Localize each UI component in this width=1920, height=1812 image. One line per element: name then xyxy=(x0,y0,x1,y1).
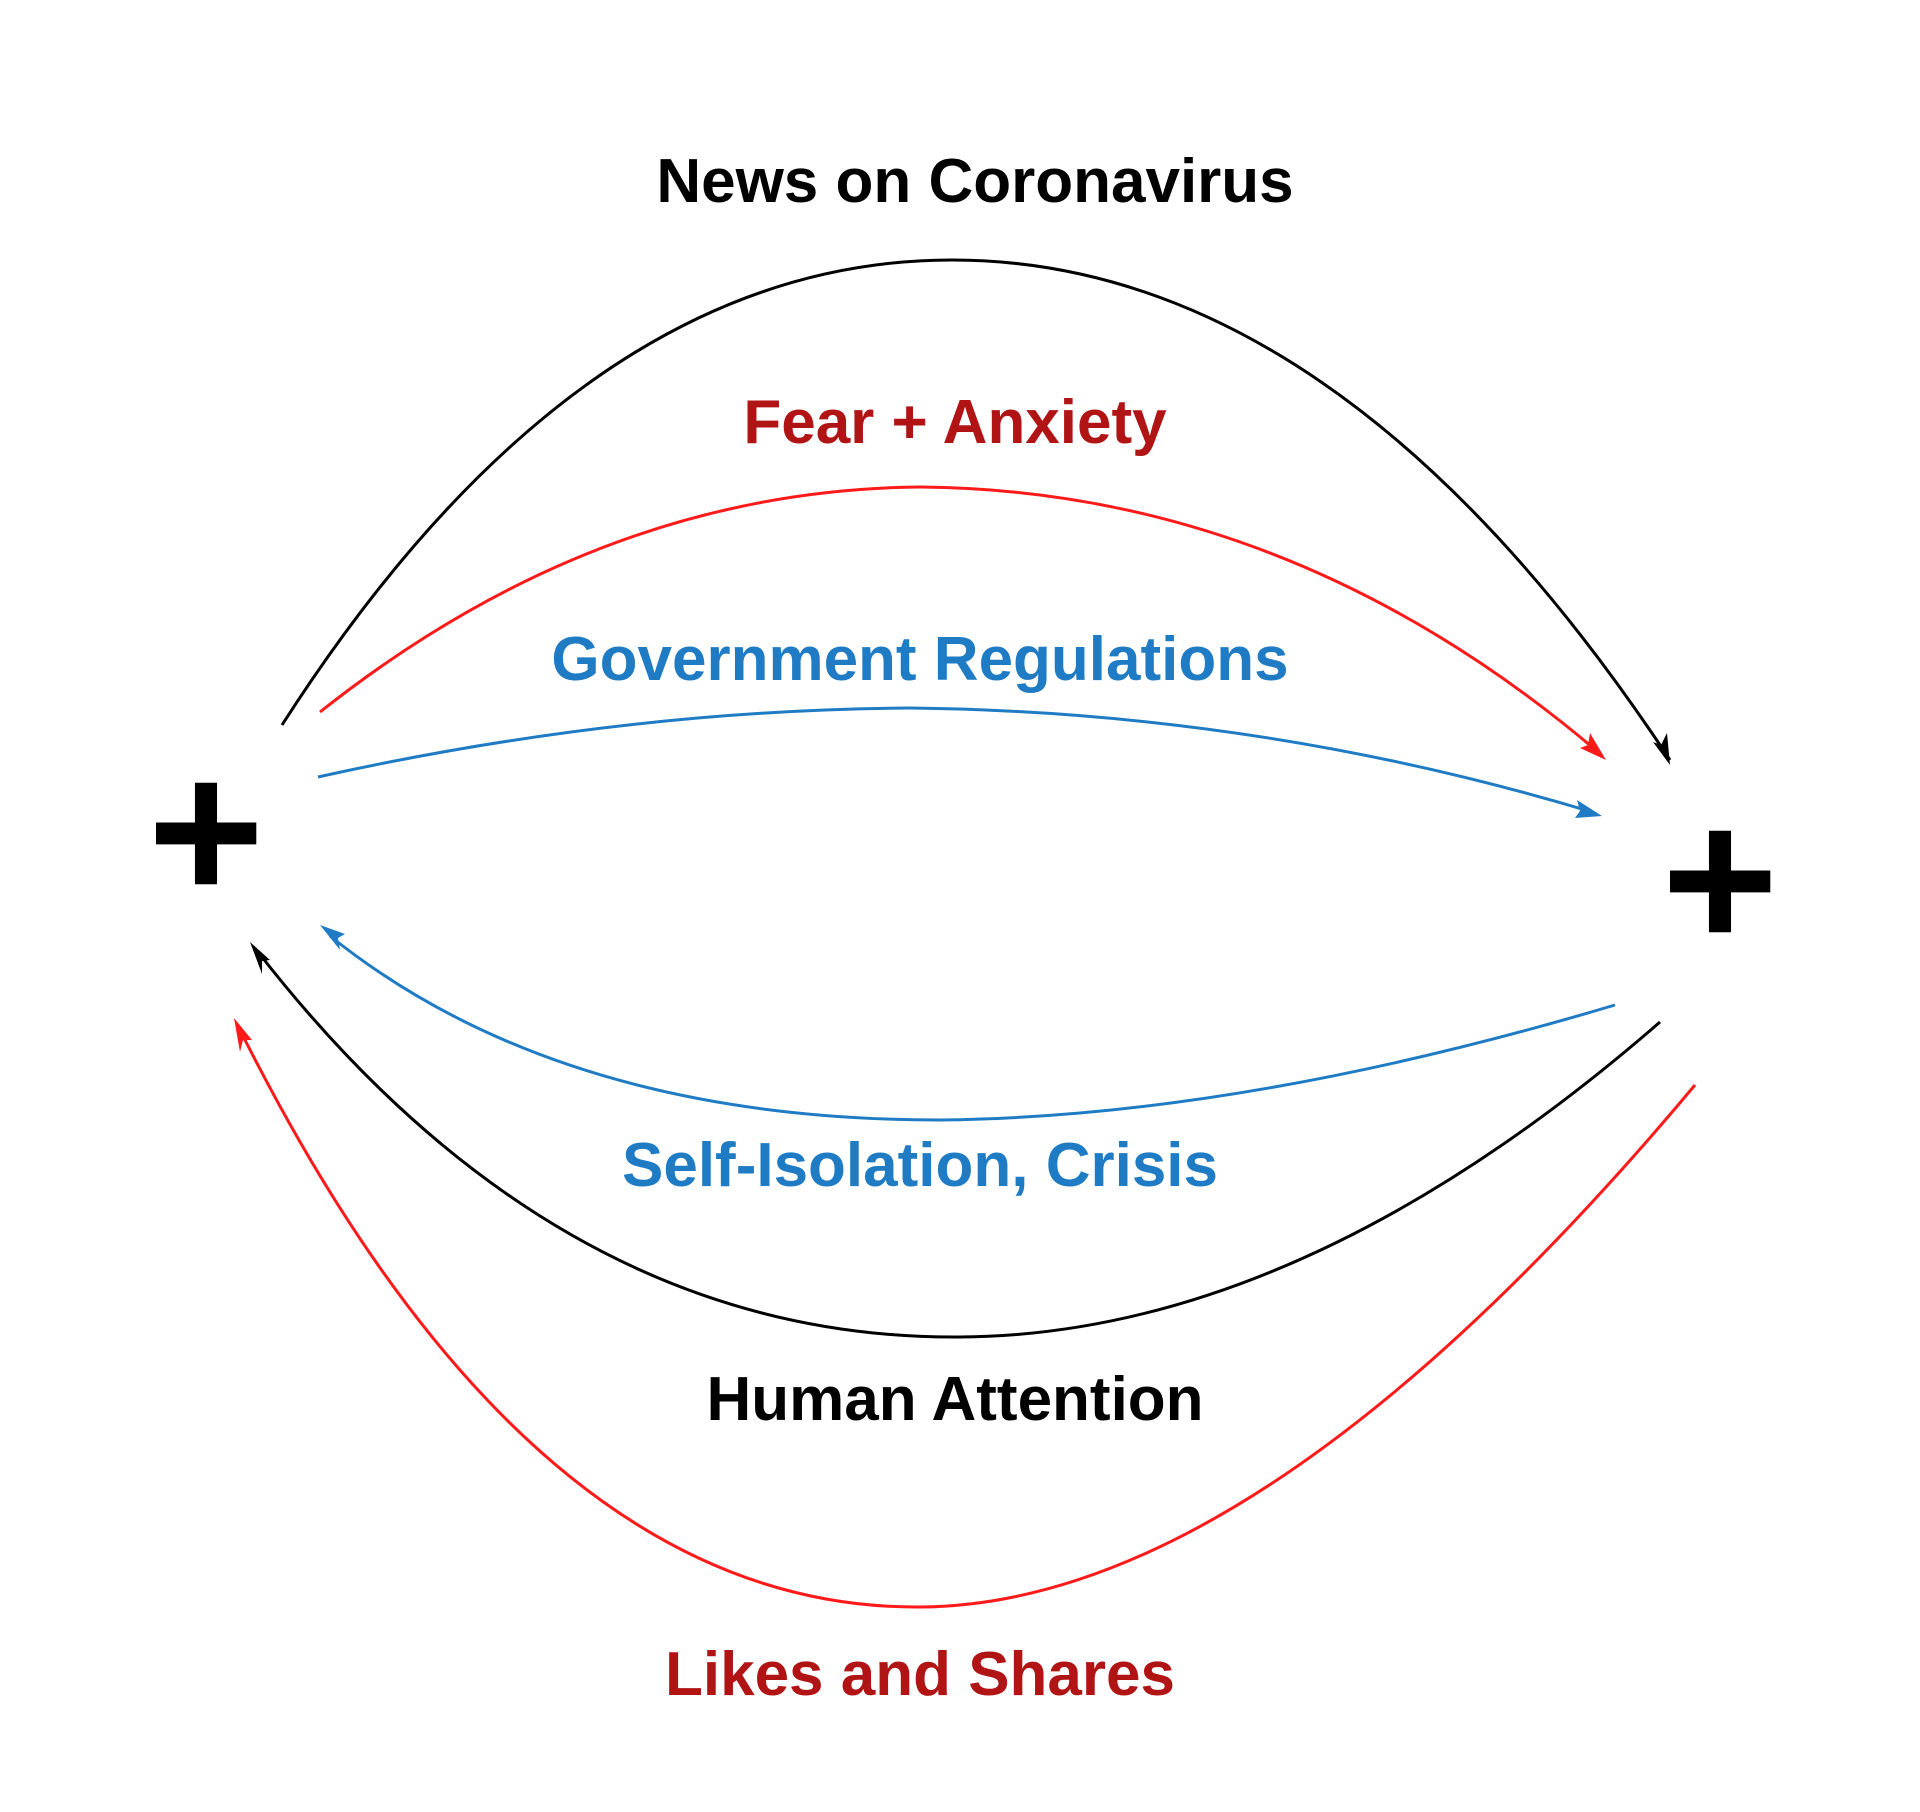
edge-attention-label: Human Attention xyxy=(706,1365,1203,1434)
edge-fear-arrowhead xyxy=(1580,733,1606,760)
edge-self-isolation-arrow xyxy=(329,934,1616,1122)
edge-fear-label: Fear + Anxiety xyxy=(743,388,1167,457)
edge-fear-arrow xyxy=(319,485,1599,754)
edge-government-arrowhead xyxy=(1575,800,1602,818)
edge-likes-arrow xyxy=(238,1029,1697,1609)
left-node-plus: + xyxy=(148,720,265,943)
edge-likes-label: Likes and Shares xyxy=(665,1640,1175,1709)
edge-self-isolation-label: Self-Isolation, Crisis xyxy=(622,1131,1218,1200)
edge-news-arrow xyxy=(280,258,1672,761)
edge-attention-arrow xyxy=(256,951,1661,1339)
edge-attention-arrowhead xyxy=(250,942,270,974)
edge-news-label: News on Coronavirus xyxy=(656,147,1293,216)
right-node-plus: + xyxy=(1662,768,1779,991)
edge-likes-arrowhead xyxy=(234,1018,252,1052)
edge-news-arrowhead xyxy=(1653,733,1670,765)
edge-self-isolation-arrowhead xyxy=(320,925,345,950)
edge-government-arrow xyxy=(317,706,1593,814)
edge-government-label: Government Regulations xyxy=(551,625,1288,694)
